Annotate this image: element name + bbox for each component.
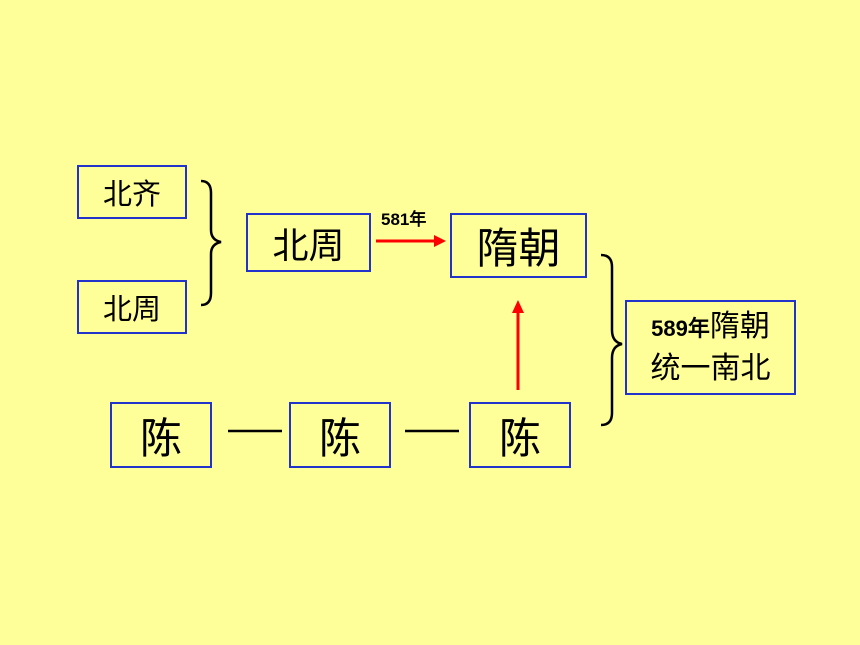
- arrow-581-head: [434, 235, 446, 247]
- node-chen-1-label: 陈: [139, 413, 182, 463]
- arrow-label-581: 581年: [381, 210, 427, 229]
- node-suichao: 隋朝: [450, 213, 587, 278]
- node-beizhou: 北周: [246, 213, 371, 272]
- right-brace: [600, 253, 623, 427]
- left-brace: [200, 179, 222, 307]
- node-chen-2: 陈: [289, 402, 391, 468]
- node-beizhou-label: 北周: [272, 225, 345, 267]
- node-suichao-label: 隋朝: [476, 224, 561, 273]
- node-beizhou-left: 北周: [77, 280, 187, 334]
- unification-line-1-rest: 隋朝: [709, 308, 770, 344]
- unification-year: 589年: [651, 315, 710, 341]
- node-unification: 589年隋朝 统一南北: [625, 300, 796, 395]
- node-chen-3-label: 陈: [498, 413, 541, 463]
- node-chen-1: 陈: [110, 402, 212, 468]
- node-chen-2-label: 陈: [318, 413, 361, 463]
- node-beiqi: 北齐: [77, 165, 187, 219]
- arrow-up-head: [512, 300, 524, 313]
- unification-line-1: 589年隋朝: [651, 307, 770, 349]
- unification-line-2: 统一南北: [650, 350, 771, 386]
- node-beizhou-left-label: 北周: [102, 292, 161, 326]
- node-chen-3: 陈: [469, 402, 571, 468]
- node-beiqi-label: 北齐: [102, 177, 161, 211]
